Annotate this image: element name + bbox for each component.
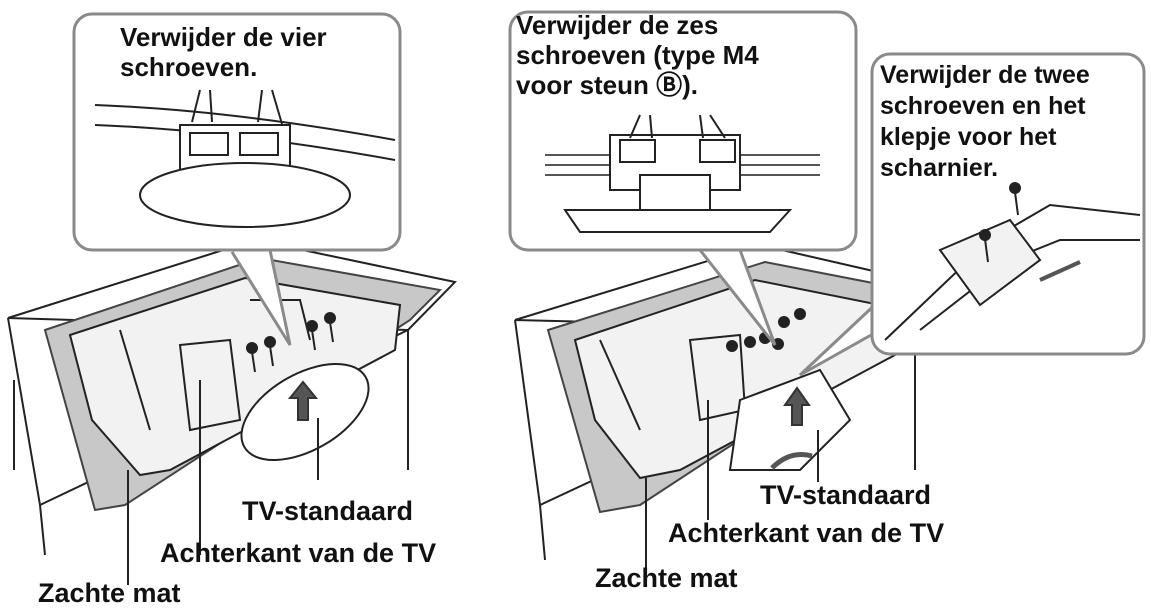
left-label-stand: TV-standaard [242, 496, 414, 526]
left-label-mat: Zachte mat [38, 578, 181, 608]
right-callout-panel [508, 10, 858, 252]
left-callout-panel [72, 12, 402, 252]
illustration [7, 10, 1146, 585]
right-tv-stand [728, 368, 852, 471]
left-scene [7, 238, 457, 585]
right-hinge-callout-panel [870, 52, 1146, 356]
right-hinge-callout-text: Verwijder de twee schroeven en het klepj… [880, 61, 1090, 182]
right-callout-text: Verwijder de zes schroeven (type M4 voor… [516, 10, 759, 100]
right-label-back: Achterkant van de TV [668, 518, 945, 548]
right-label-mat: Zachte mat [595, 563, 738, 593]
left-callout-text: Verwijder de vier schroeven. [120, 22, 327, 82]
left-label-back: Achterkant van de TV [160, 538, 437, 568]
right-lift-arrow [783, 386, 811, 426]
left-lift-arrow [287, 380, 319, 421]
left-screws [246, 312, 336, 373]
right-label-stand: TV-standaard [760, 480, 932, 510]
right-scene [514, 243, 968, 568]
right-screws [726, 308, 806, 352]
